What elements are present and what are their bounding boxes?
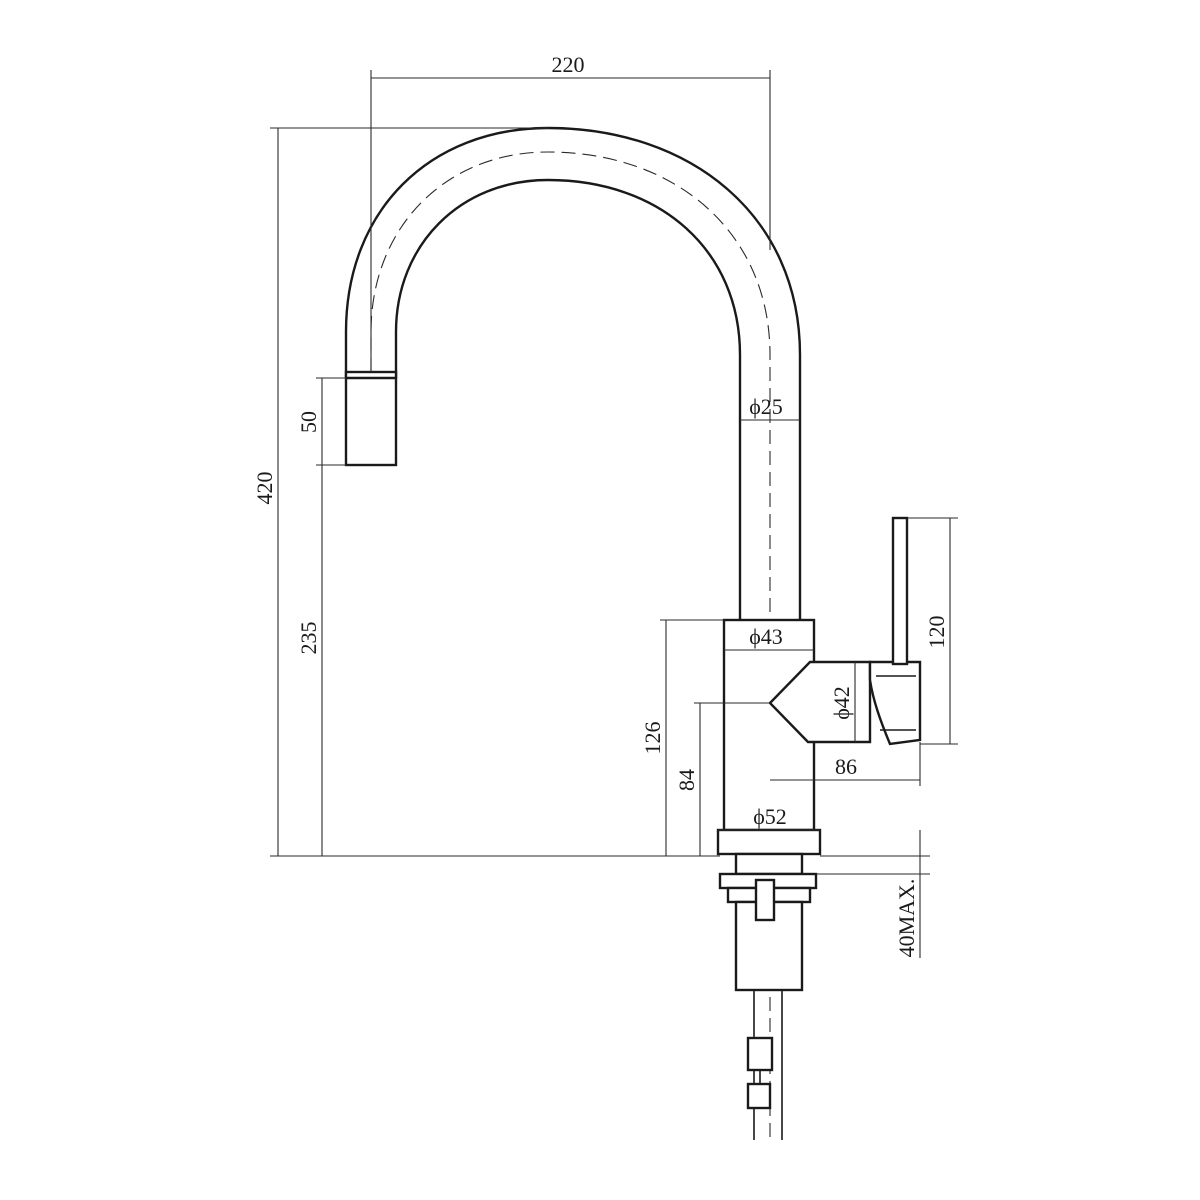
dimension-labels: 220 420 50 235 ϕ25 ϕ43 126 84 ϕ42 86 120… [252, 52, 949, 957]
mounting-nut [734, 900, 804, 992]
handle-cone [768, 660, 872, 744]
hose-fitting-lower [746, 1082, 772, 1110]
dimension-lines [270, 70, 958, 958]
mounting-stud [754, 878, 776, 922]
spray-head [344, 370, 398, 467]
handle-knob [868, 660, 922, 746]
faucet-body-outline [344, 126, 922, 1140]
label-handle-reach: 86 [835, 754, 857, 779]
label-handle-diameter: ϕ42 [829, 686, 854, 720]
label-spout-diameter: ϕ25 [749, 394, 783, 419]
label-deck-thickness: 40MAX. [894, 879, 919, 958]
label-body-diameter: ϕ43 [749, 624, 783, 649]
spout-centerline [370, 151, 771, 1140]
spout-outer-curve [344, 126, 802, 622]
base-ring [716, 828, 822, 856]
label-outlet-height: 235 [296, 622, 321, 655]
hose-fitting-upper [746, 1036, 774, 1072]
handle-lever [891, 516, 909, 666]
label-overall-height: 420 [252, 472, 277, 505]
label-body-height: 126 [640, 722, 665, 755]
mounting-shank [734, 852, 804, 876]
spout-inner-curve [394, 178, 742, 622]
label-handle-axis-height: 84 [674, 769, 699, 791]
label-spout-tip-length: 50 [296, 411, 321, 433]
label-lever-height: 120 [924, 616, 949, 649]
label-overall-width: 220 [552, 52, 585, 77]
label-base-diameter: ϕ52 [753, 804, 787, 829]
